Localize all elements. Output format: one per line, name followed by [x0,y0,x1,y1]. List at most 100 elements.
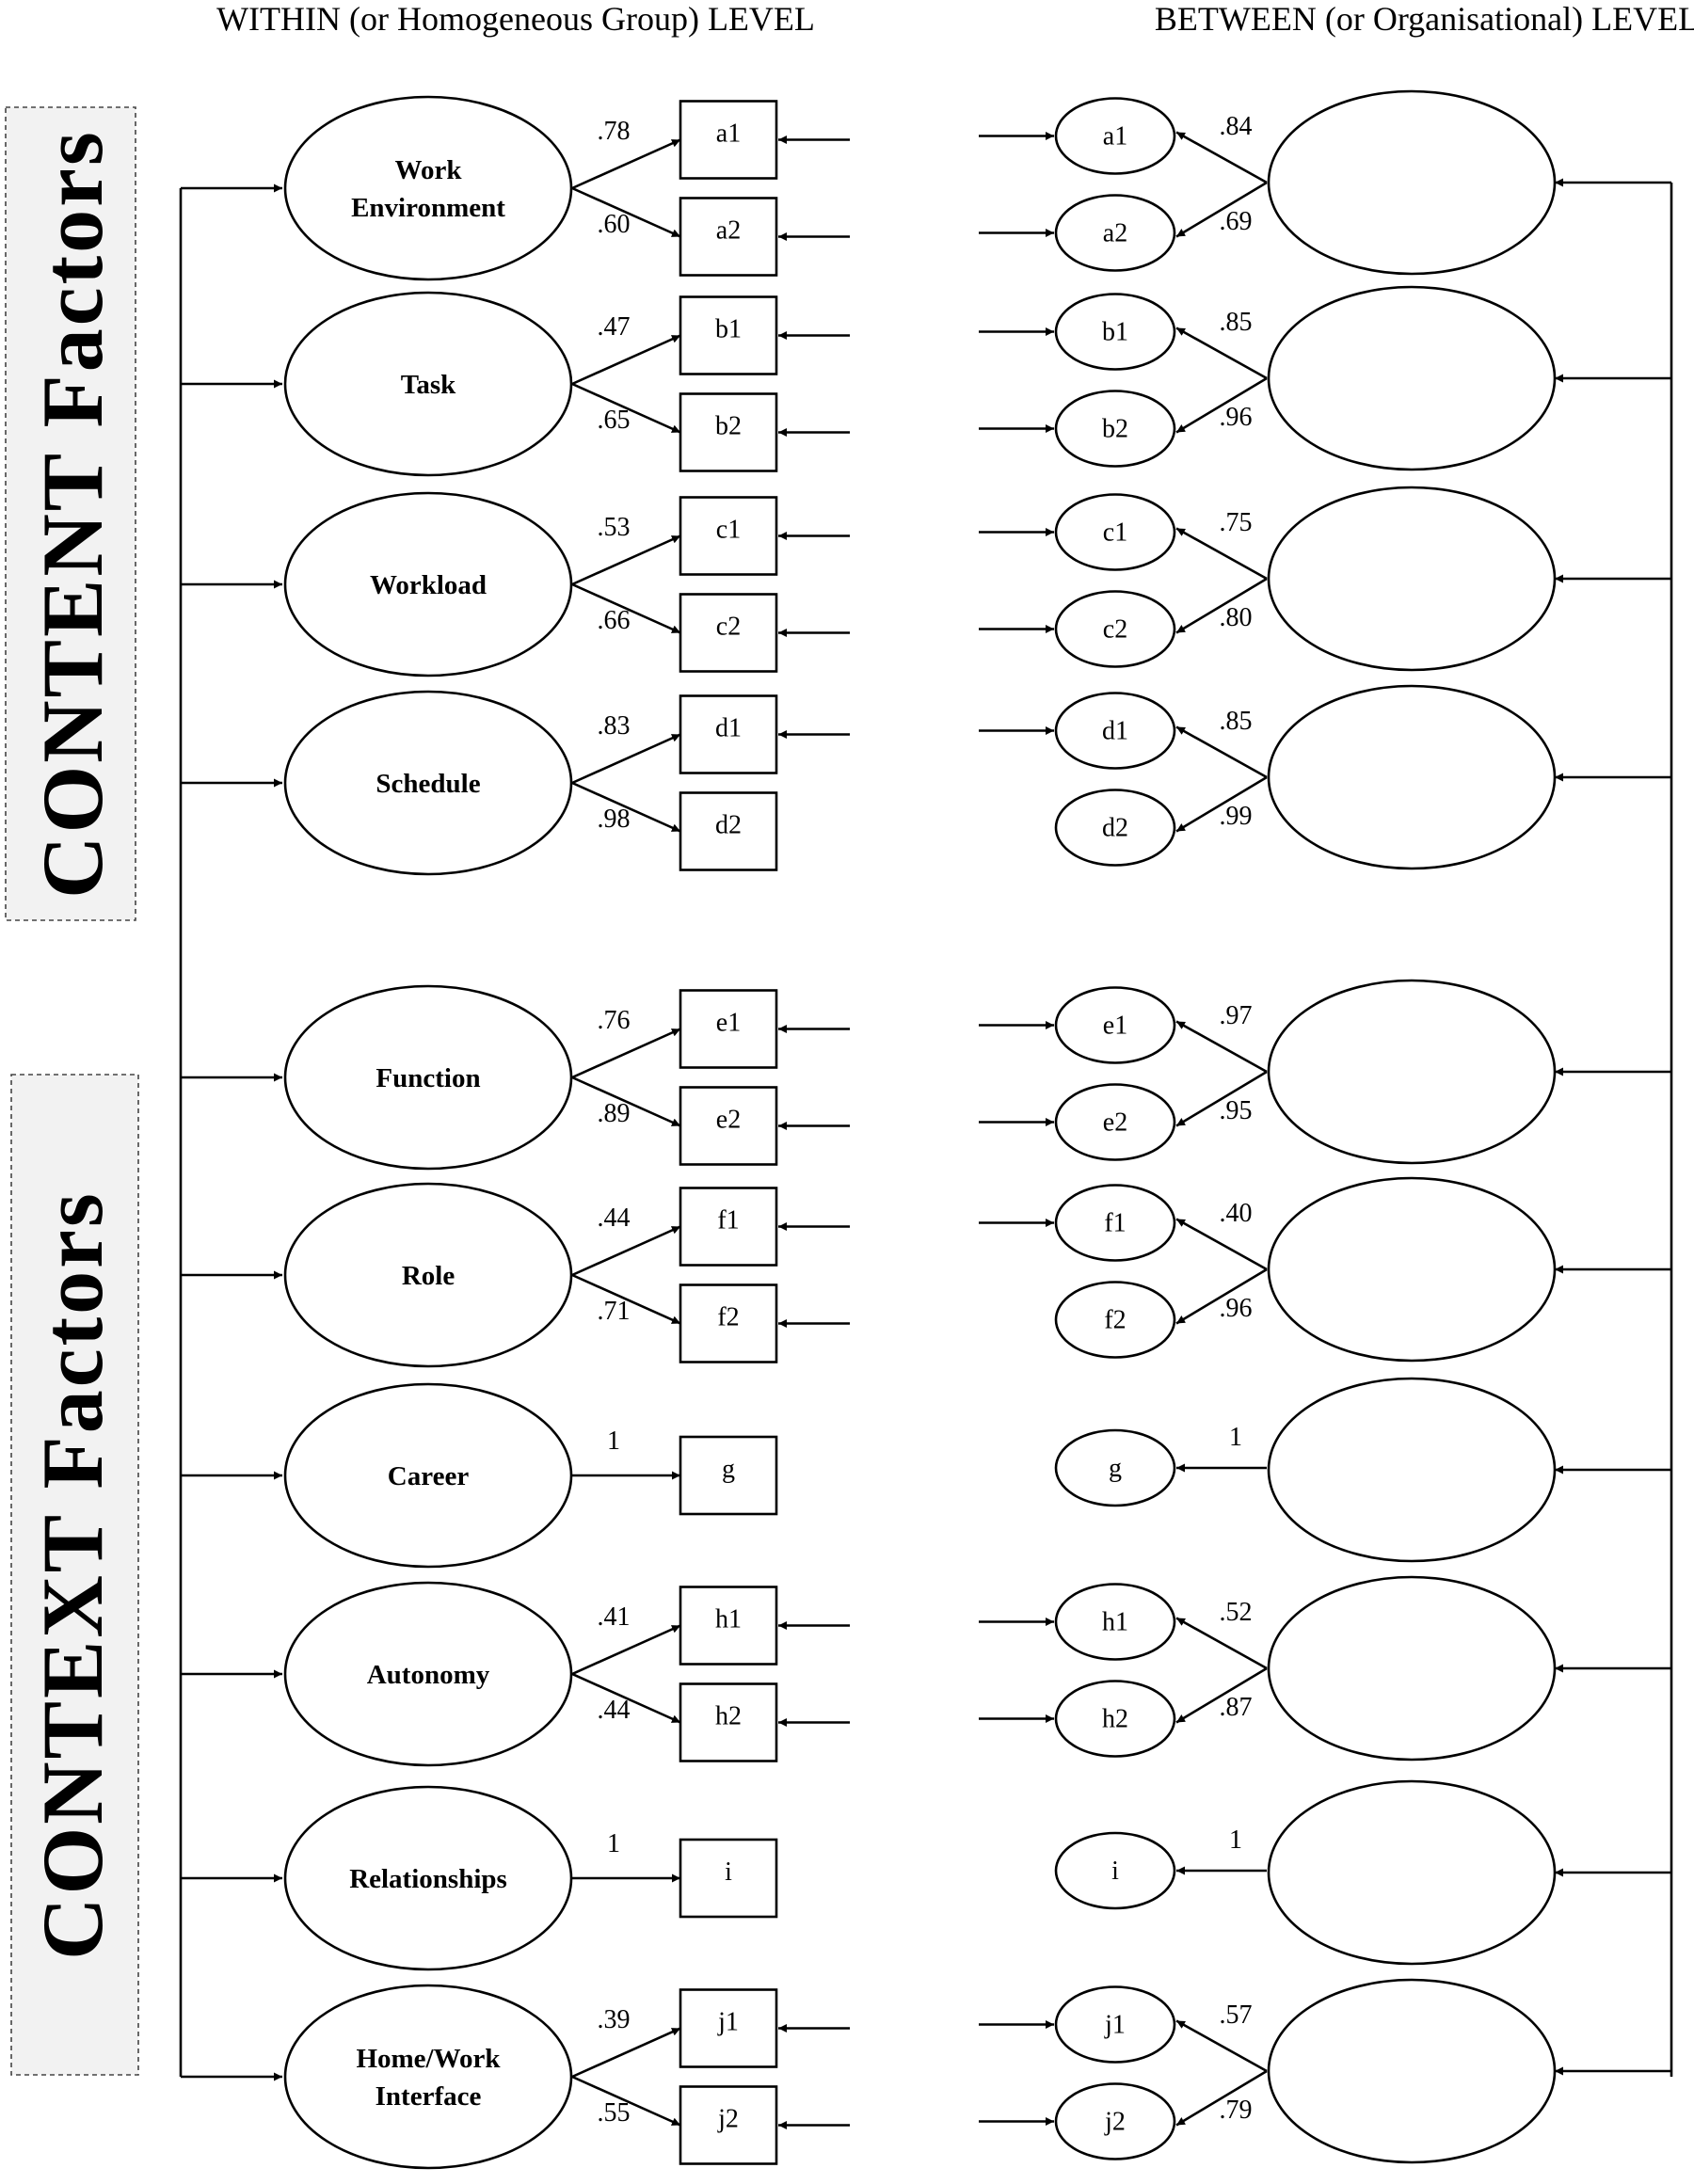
between-indicator-ellipse [1054,590,1176,668]
within-indicator-box [679,791,778,871]
between-factor-ellipse [1267,486,1557,672]
between-factor-ellipse [1267,1377,1557,1563]
within-factor-label: Role [402,1261,455,1291]
within-factor-ellipse [283,95,573,281]
within-factor-label: Home/Work [356,2044,501,2074]
within-loading-value: .47 [598,312,631,342]
between-loading-arrow [1175,1218,1268,1271]
between-indicator-label: e2 [1103,1108,1127,1138]
within-loading-value: .71 [598,1297,631,1326]
within-loading-arrow [571,733,681,785]
content-section-label: CONTENT Factors [24,129,120,899]
between-indicator-ellipse [1054,986,1176,1064]
within-indicator-box [679,100,778,180]
between-indicator-label: h2 [1102,1705,1128,1734]
between-level-header: BETWEEN (or Organisational) LEVEL [1155,0,1694,38]
within-indicator-box [679,1838,778,1919]
between-indicator-ellipse [1054,1583,1176,1661]
between-loading-arrow [1175,1666,1268,1724]
within-loading-arrow [571,582,681,634]
within-factor-label: Autonomy [367,1660,490,1690]
within-indicator-label: g [722,1455,735,1484]
between-indicator-label: b1 [1102,318,1128,347]
between-loading-value: .99 [1220,802,1253,831]
within-loading-value: .83 [598,711,631,741]
within-indicator-box [679,1283,778,1363]
factor-groups: WorkWorkEnvironmentEnvironmenta1.78a2.60… [181,89,1671,2170]
context-section-box [10,1074,139,2076]
between-indicator-label: d2 [1102,814,1128,843]
within-loading-value: .65 [598,406,631,435]
within-loading-arrow [571,1624,681,1676]
within-factor-ellipse [283,291,573,477]
within-indicator-box [679,593,778,673]
within-indicator-label: a1 [716,120,741,149]
within-indicator-label: e2 [716,1106,741,1135]
between-loading-arrow [1175,775,1268,833]
between-loading-arrow [1175,2069,1268,2127]
within-factor-label: Workload [370,570,487,600]
within-indicator-label: f2 [717,1303,739,1332]
between-indicator-ellipse [1054,97,1176,175]
within-loading-value: .60 [598,210,631,239]
between-loading-value: .85 [1220,707,1253,736]
within-loading-value: 1 [607,1427,620,1456]
context-section-label: CONTEXT Factors [24,1190,120,1960]
between-indicator-ellipse [1054,1281,1176,1359]
factor-home-work-interface: Home/WorkHome/WorkInterfaceInterfacej1.3… [181,1978,1671,2170]
within-indicator-box [679,392,778,472]
between-loading-value: .97 [1220,1001,1253,1030]
within-indicator-label: h2 [715,1702,742,1731]
within-factor-label: Schedule [376,769,480,799]
between-factor-ellipse [1267,285,1557,471]
between-indicator-ellipse [1054,1083,1176,1161]
within-loading-arrow [571,334,681,386]
between-factor-ellipse [1267,89,1557,276]
within-loading-value: 1 [607,1829,620,1858]
between-indicator-label: e1 [1103,1012,1127,1041]
within-loading-arrow [571,781,681,833]
between-loading-value: .85 [1220,308,1253,337]
within-indicator-box [679,989,778,1069]
between-indicator-ellipse [1054,789,1176,867]
within-loading-arrow [571,534,681,586]
between-indicator-ellipse [1054,692,1176,770]
between-indicator-label: j2 [1104,2108,1126,2137]
within-indicator-label: c2 [716,613,741,642]
between-loading-value: .52 [1220,1598,1253,1627]
between-loading-arrow [1175,1070,1268,1127]
between-indicator-label: d1 [1102,717,1128,746]
within-indicator-label: b1 [715,315,742,344]
between-indicator-ellipse [1054,2082,1176,2160]
between-factor-ellipse [1267,1978,1557,2164]
between-loading-value: .87 [1220,1693,1253,1722]
between-loading-arrow [1175,181,1268,238]
within-loading-value: .41 [598,1602,631,1632]
between-factor-ellipse [1267,1779,1557,1966]
within-indicator-label: c1 [716,516,741,545]
between-loading-value: .69 [1220,207,1253,236]
within-factor-label: Relationships [349,1864,507,1894]
within-loading-arrow [571,1076,681,1127]
between-indicator-label: i [1111,1857,1119,1886]
between-indicator-ellipse [1054,194,1176,272]
between-loading-arrow [1175,527,1268,581]
between-loading-value: .57 [1220,2001,1253,2030]
within-indicator-label: d2 [715,811,742,840]
within-loading-value: .55 [598,2098,631,2128]
within-level-header: WITHIN (or Homogeneous Group) LEVEL [216,0,815,38]
between-factor-ellipse [1267,1176,1557,1363]
within-loading-value: .98 [598,805,631,834]
between-indicator-ellipse [1054,1680,1176,1758]
between-factor-ellipse [1267,979,1557,1165]
between-loading-value: .80 [1220,603,1253,632]
factor-career: CareerCareerg1g1 [181,1377,1671,1569]
within-factor-label: Career [388,1461,470,1491]
between-loading-arrow [1175,376,1268,434]
within-factor-ellipse [283,984,573,1171]
